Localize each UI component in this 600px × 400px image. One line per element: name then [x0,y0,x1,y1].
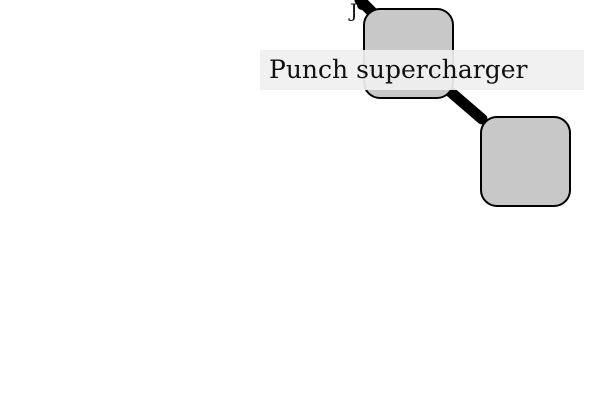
edge-a-b [440,82,488,125]
node-b[interactable] [480,116,571,207]
edge-incoming-endpoint [357,0,367,10]
edge-label: J [350,0,358,22]
node-tooltip: Punch supercharger [260,50,584,90]
